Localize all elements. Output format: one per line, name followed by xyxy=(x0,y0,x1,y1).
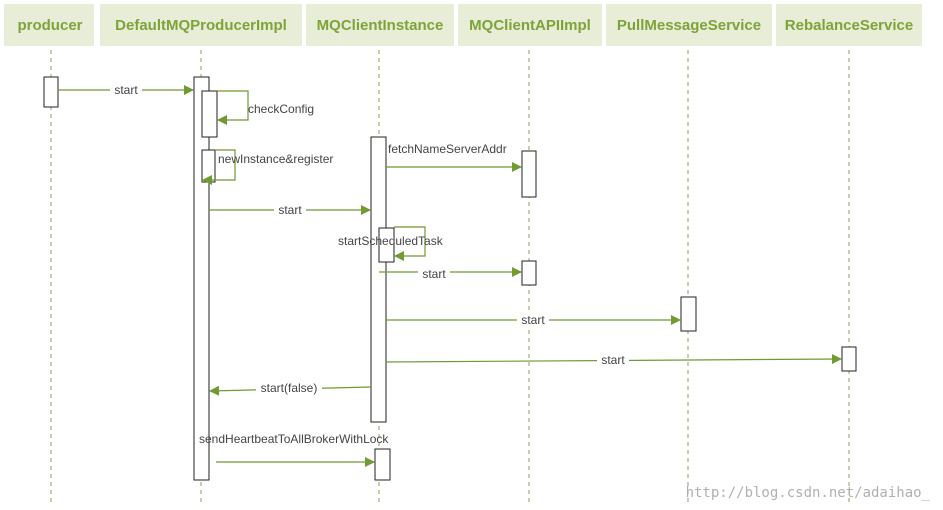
message-label: fetchNameServerAddr xyxy=(388,142,507,156)
message-label: checkConfig xyxy=(248,102,314,116)
participant-label: MQClientInstance xyxy=(317,17,444,34)
activation-api-start xyxy=(521,260,537,286)
message-label: start xyxy=(521,313,545,327)
activation-mqci-scheduled-task xyxy=(378,227,395,263)
message-label: startScheduledTask xyxy=(338,234,444,248)
participant-label: RebalanceService xyxy=(785,17,913,34)
participant-label: producer xyxy=(17,17,82,34)
message-start-scheduled-task xyxy=(394,226,426,261)
activation-impl-check-config xyxy=(201,90,218,138)
activation-pull-start xyxy=(680,296,697,332)
message-label: start(false) xyxy=(261,381,318,395)
participant-producer: producer xyxy=(4,4,94,46)
activation-rebalance-start xyxy=(841,346,857,372)
participant-default-mq-producer-impl: DefaultMQProducerImpl xyxy=(100,4,302,46)
participant-label: MQClientAPIImpl xyxy=(469,17,591,34)
activation-producer xyxy=(43,76,59,108)
message-label: start xyxy=(278,203,302,217)
participant-mq-client-api-impl: MQClientAPIImpl xyxy=(458,4,602,46)
participant-mq-client-instance: MQClientInstance xyxy=(306,4,454,46)
activation-impl-new-instance xyxy=(201,149,216,183)
activation-mqci-heartbeat xyxy=(374,448,391,481)
message-label: sendHeartbeatToAllBrokerWithLock xyxy=(199,432,389,446)
activation-api-fetch xyxy=(521,150,537,198)
participant-label: PullMessageService xyxy=(617,17,761,34)
message-new-instance-register xyxy=(202,149,236,185)
message-label: start xyxy=(114,83,138,97)
participant-rebalance-service: RebalanceService xyxy=(776,4,922,46)
message-label: start xyxy=(422,267,446,281)
participant-label: DefaultMQProducerImpl xyxy=(115,17,287,34)
message-label: newInstance&register xyxy=(218,152,333,166)
activation-mqci-main xyxy=(370,136,387,423)
message-check-config xyxy=(217,90,249,125)
message-label: start xyxy=(601,353,625,367)
watermark-text: http://blog.csdn.net/adaihao_ xyxy=(686,485,931,501)
participant-pull-message-service: PullMessageService xyxy=(606,4,772,46)
